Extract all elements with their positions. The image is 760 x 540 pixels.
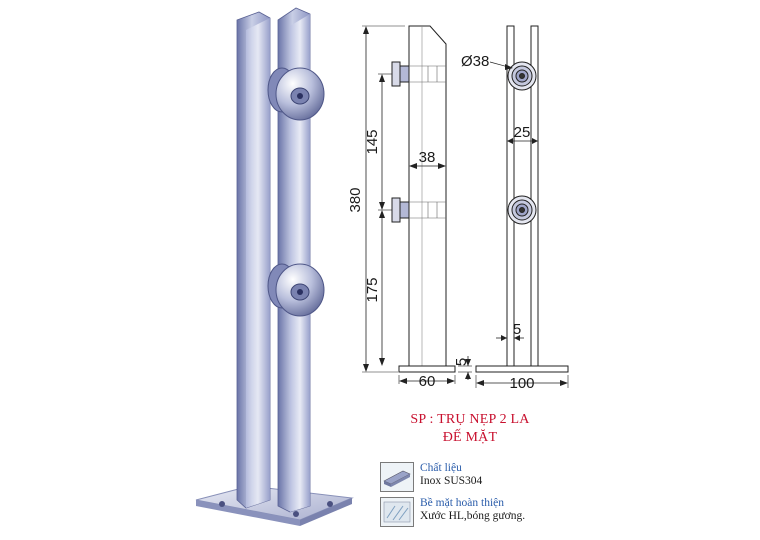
dim-380-label: 380 [347, 187, 364, 212]
front-base-plate [475, 365, 569, 373]
base-plate-side [300, 498, 352, 526]
side-post-outline [408, 25, 447, 366]
spec-finish-value: Xước HL,bóng gương. [420, 510, 526, 522]
spec-finish: Bề mặt hoàn thiện Xước HL,bóng gương. [380, 497, 525, 527]
base-bolt-hole [293, 511, 299, 517]
dim-diameter-label: Ø38 [461, 53, 489, 70]
product-name: SP : TRỤ NẸP 2 LA [410, 412, 530, 427]
base-bolt-hole [327, 501, 333, 507]
dim-100 [475, 375, 569, 388]
dim-5-gap-label: 5 [513, 321, 521, 338]
dim-60-label: 60 [419, 373, 436, 390]
spec-finish-title: Bề mặt hoàn thiện [420, 497, 504, 509]
dim-175 [379, 210, 385, 366]
dim-25-label: 25 [514, 124, 531, 141]
post-3d-render [195, 7, 354, 526]
left-blade-face [246, 18, 270, 508]
upper-glass-clamp [267, 67, 325, 121]
spec-material-title: Chất liệu [420, 462, 462, 474]
dim-100-label: 100 [509, 375, 534, 392]
front-elevation [475, 25, 569, 388]
dim-380 [362, 25, 405, 373]
front-right-blade [530, 25, 539, 366]
mount-type: ĐẾ MẶT [442, 430, 498, 445]
dim-145-label: 145 [364, 129, 381, 154]
dim-60 [398, 375, 456, 384]
dim-38 [409, 163, 446, 169]
side-base-plate [398, 365, 456, 373]
dim-145 [378, 73, 392, 211]
dim-5-base-label: 5 [453, 358, 470, 366]
dim-175-label: 175 [364, 277, 381, 302]
side-upper-clamp [391, 61, 446, 87]
diameter-leader-arrow [505, 64, 513, 70]
right-blade-face [290, 14, 310, 512]
spec-material: Chất liệu Inox SUS304 [380, 462, 482, 492]
dim-5-gap [496, 335, 524, 341]
steel-bar-icon [380, 462, 414, 492]
front-left-blade [506, 25, 515, 366]
base-bolt-hole [219, 501, 225, 507]
dim-38-label: 38 [419, 149, 436, 166]
lower-glass-clamp [267, 263, 325, 317]
spec-material-value: Inox SUS304 [420, 475, 483, 487]
front-lower-clamp [507, 195, 537, 225]
side-lower-clamp [391, 197, 446, 223]
dim-25 [507, 138, 538, 144]
dim-5-base [458, 356, 472, 380]
surface-finish-icon [380, 497, 414, 527]
side-elevation [362, 25, 472, 384]
front-upper-clamp [507, 61, 537, 91]
